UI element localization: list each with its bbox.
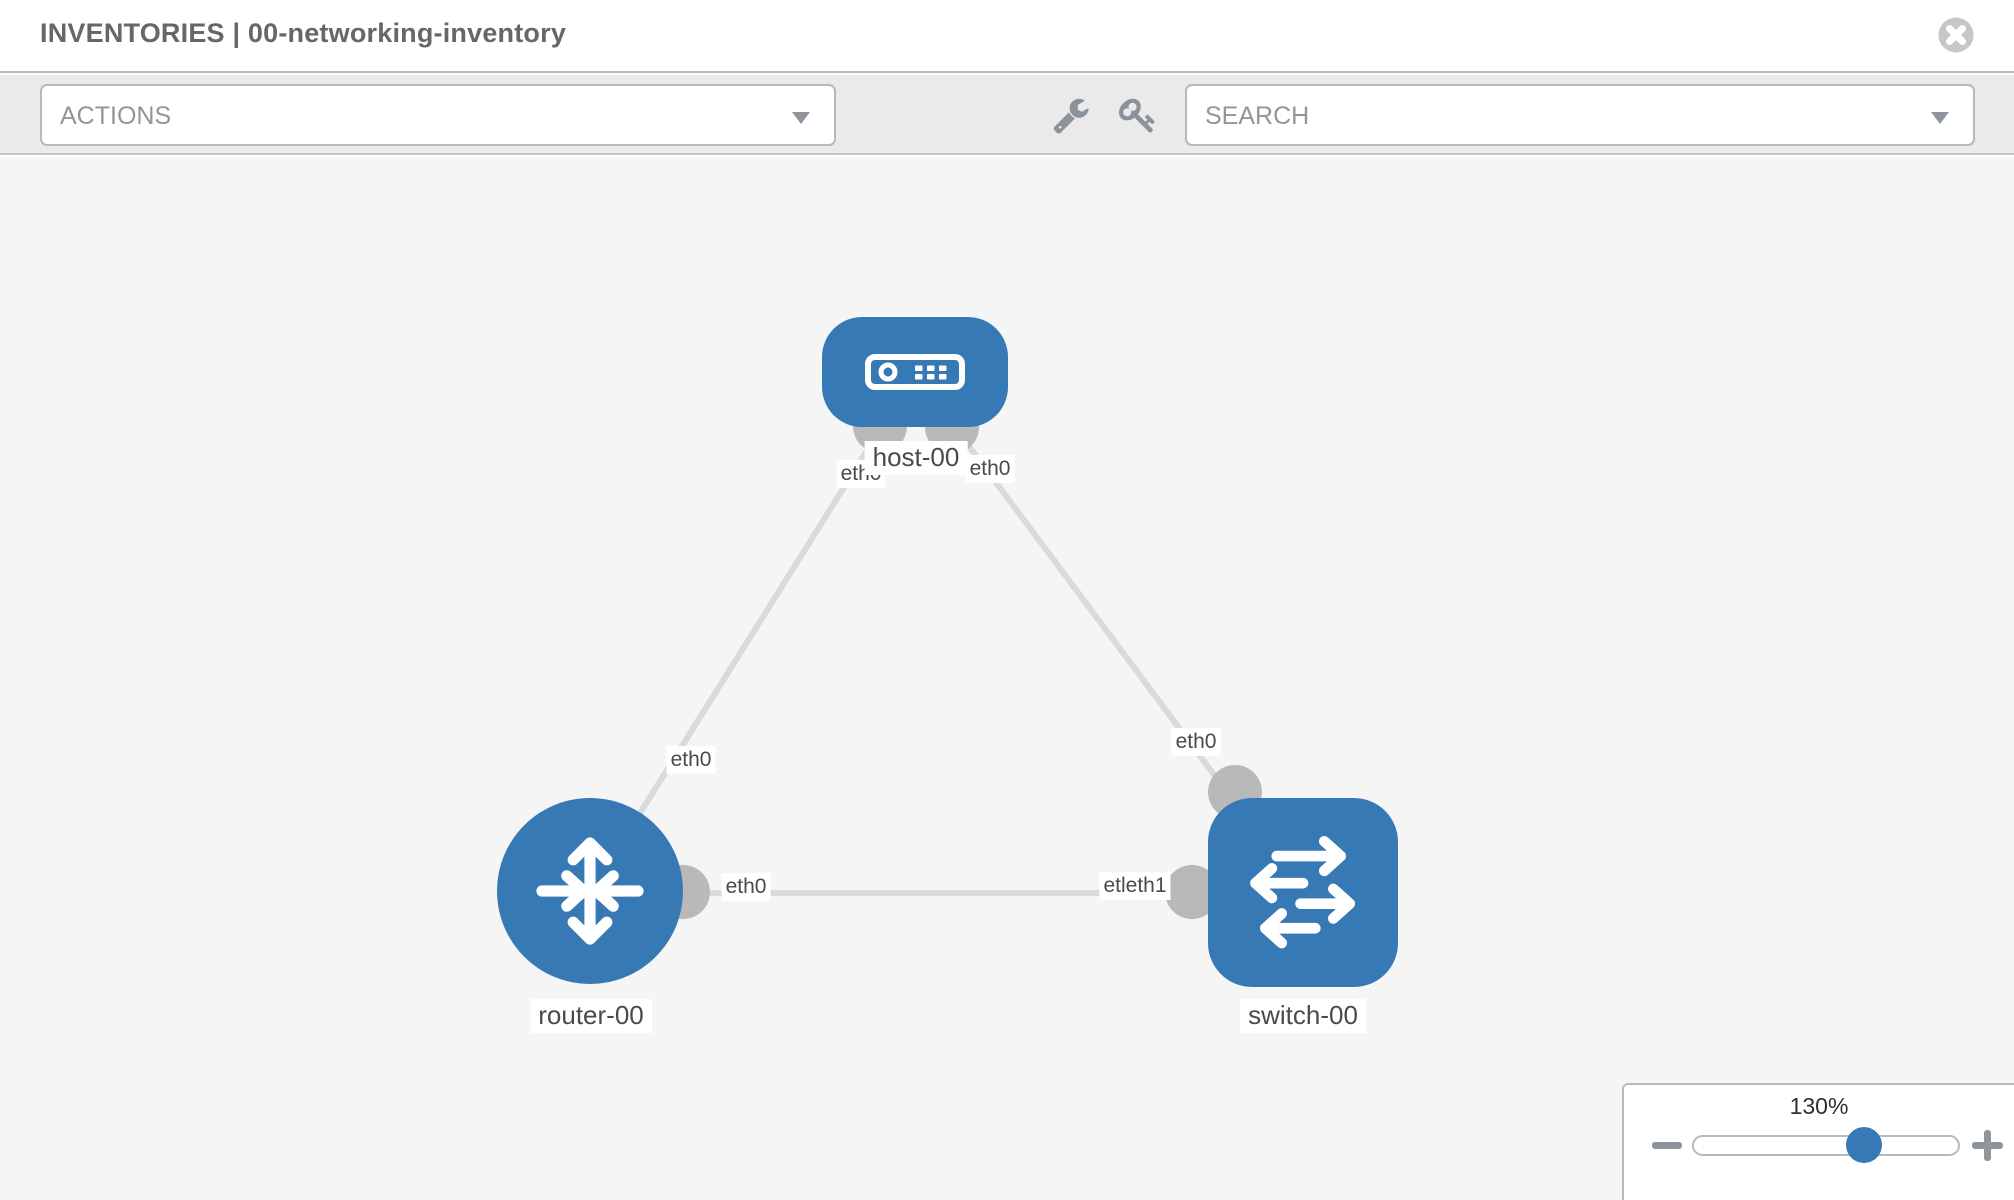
toolbar: ACTIONS SEARCH (0, 75, 2014, 155)
node-label-host: host-00 (864, 441, 968, 475)
switch-icon (1250, 835, 1356, 948)
key-icon (1119, 98, 1155, 133)
router-icon (536, 837, 644, 945)
zoom-control-panel: 130% (1622, 1083, 2014, 1200)
interface-marker (1165, 865, 1219, 919)
zoom-slider-track[interactable] (1692, 1135, 1960, 1156)
search-dropdown-label: SEARCH (1205, 102, 1310, 130)
search-dropdown[interactable]: SEARCH (1185, 84, 1975, 146)
chevron-down-icon (792, 112, 810, 124)
node-label-switch: switch-00 (1240, 999, 1366, 1033)
wrench-icon (1053, 98, 1089, 134)
zoom-slider-thumb[interactable] (1846, 1127, 1882, 1163)
actions-dropdown[interactable]: ACTIONS (40, 84, 836, 146)
close-button[interactable] (1936, 15, 1976, 55)
zoom-in-button[interactable] (1972, 1130, 2003, 1161)
interface-label: eth0 (666, 745, 716, 775)
node-host-00[interactable] (822, 317, 1008, 427)
key-button[interactable] (1119, 96, 1157, 134)
interface-label: eth0 (965, 454, 1015, 484)
node-switch-00[interactable] (1208, 798, 1398, 987)
interface-label: eth0 (721, 872, 771, 902)
wrench-button[interactable] (1052, 96, 1090, 134)
actions-dropdown-label: ACTIONS (60, 102, 172, 130)
topology-links-layer (587, 372, 1306, 919)
node-router-00[interactable] (497, 798, 683, 984)
interface-label: etleth1 (1099, 871, 1171, 901)
zoom-level-value: 130% (1789, 1093, 1849, 1119)
host-icon (865, 354, 965, 390)
node-label-router: router-00 (530, 999, 652, 1033)
page-title: INVENTORIES | 00-networking-inventory (40, 18, 567, 48)
interface-label: eth0 (1171, 727, 1221, 757)
header: INVENTORIES | 00-networking-inventory (0, 0, 2014, 73)
chevron-down-icon (1931, 112, 1949, 124)
topology-canvas[interactable]: eth0 eth0 host-00 eth0 eth0 eth0 etleth1… (0, 157, 2014, 1200)
zoom-out-button[interactable] (1652, 1142, 1682, 1149)
close-icon (1938, 17, 1974, 53)
